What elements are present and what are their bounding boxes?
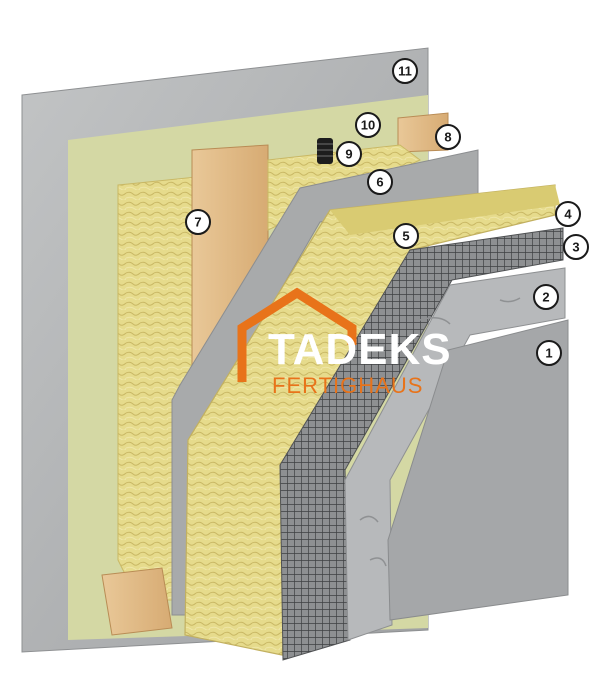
callout-10: 10: [355, 112, 381, 138]
callout-8: 8: [435, 124, 461, 150]
svg-text:7: 7: [194, 215, 201, 230]
svg-text:11: 11: [398, 64, 412, 79]
timber-bottom-block: [101, 567, 173, 636]
layer-finish-coat: [387, 319, 569, 621]
logo-brand: TADEKS: [268, 325, 452, 374]
callout-1: 1: [536, 340, 562, 366]
plaster-texture: [359, 297, 521, 567]
svg-text:8: 8: [444, 130, 451, 145]
callout-4: 4: [555, 201, 581, 227]
svg-text:2: 2: [542, 290, 549, 305]
house-outline-icon: [237, 287, 357, 382]
callout-11: 11: [392, 58, 418, 84]
logo-subbrand: FERTIGHAUS: [272, 373, 423, 398]
svg-text:10: 10: [361, 118, 375, 133]
svg-text:1: 1: [545, 346, 552, 361]
callout-5: 5: [393, 223, 419, 249]
layer-mineral-wool-facade-side: [330, 185, 560, 235]
svg-text:4: 4: [564, 207, 572, 222]
svg-text:9: 9: [345, 147, 352, 162]
callout-7: 7: [185, 209, 211, 235]
svg-text:6: 6: [376, 175, 383, 190]
svg-text:5: 5: [402, 229, 409, 244]
callout-9: 9: [336, 141, 362, 167]
screw-icon: [317, 138, 333, 164]
callout-3: 3: [563, 234, 589, 260]
callout-2: 2: [533, 284, 559, 310]
svg-text:3: 3: [572, 240, 579, 255]
layer-reinforcing-mesh: [279, 227, 564, 661]
callout-6: 6: [367, 169, 393, 195]
brand-logo: TADEKS FERTIGHAUS: [237, 287, 452, 398]
